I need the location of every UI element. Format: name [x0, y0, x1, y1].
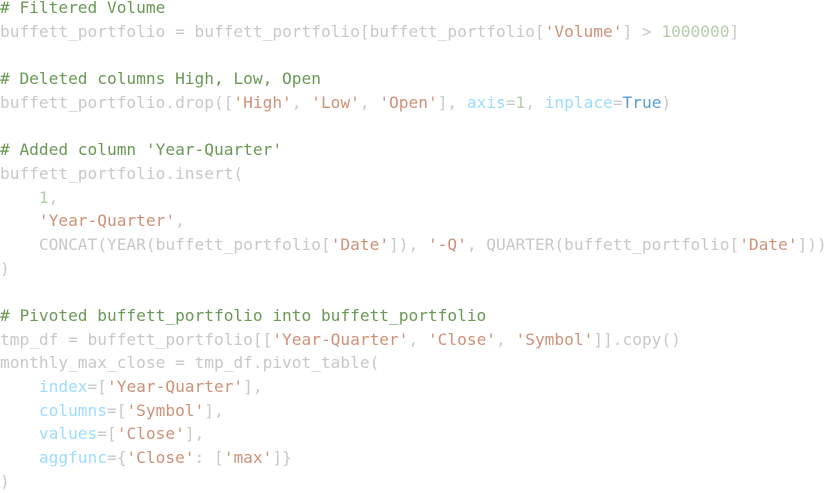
code-token: =	[505, 92, 516, 112]
string-token: 'Volume'	[544, 21, 623, 41]
code-token: ],	[243, 377, 263, 396]
code-token	[0, 401, 39, 420]
code-line: index=['Year-Quarter'],	[0, 375, 827, 399]
code-token: ],	[204, 400, 224, 420]
code-token: monthly_max_close = tmp_df.pivot_table(	[0, 353, 380, 373]
code-token: ]].copy()	[593, 329, 681, 349]
string-token: 'max'	[223, 448, 273, 468]
code-token: ,	[408, 329, 428, 349]
string-token: 'Low'	[311, 92, 360, 112]
boolean-token: True	[622, 92, 662, 112]
code-token: : [	[194, 448, 224, 468]
code-token: ],	[437, 92, 467, 112]
keyword-arg-token: inplace	[544, 92, 613, 112]
code-token: , QUARTER(buffett_portfolio[	[466, 234, 740, 254]
code-token: =[	[97, 424, 117, 444]
code-token: ,	[175, 211, 185, 231]
code-line: # Pivoted buffett_portfolio into buffett…	[0, 304, 827, 328]
code-token: ,	[496, 329, 516, 349]
code-line: # Added column 'Year-Quarter'	[0, 138, 827, 162]
string-token: 'High'	[233, 92, 292, 112]
string-token: 'Close'	[427, 329, 497, 349]
code-token: ={	[107, 448, 127, 468]
code-token	[0, 188, 39, 207]
comment-token: # Pivoted buffett_portfolio into buffett…	[0, 305, 487, 325]
code-token: =[	[107, 400, 127, 420]
keyword-arg-token: columns	[38, 400, 107, 420]
keyword-arg-token: aggfunc	[38, 448, 107, 468]
code-token: buffett_portfolio.insert(	[0, 163, 244, 183]
string-token: 'Symbol'	[515, 329, 594, 349]
code-token: ]}	[272, 448, 292, 468]
code-token: ,	[359, 92, 380, 112]
string-token: 'Year-Quarter'	[107, 377, 244, 396]
code-line: tmp_df = buffett_portfolio[['Year-Quarte…	[0, 328, 827, 352]
code-line: columns=['Symbol'],	[0, 399, 827, 423]
code-token: buffett_portfolio = buffett_portfolio[bu…	[0, 21, 545, 41]
string-token: 'Symbol'	[126, 400, 205, 420]
code-line: values=['Close'],	[0, 422, 827, 446]
code-line: 1,	[0, 186, 827, 210]
code-token: CONCAT(YEAR(buffett_portfolio[	[0, 234, 331, 254]
string-token: 'Date'	[330, 234, 390, 254]
string-token: 'Open'	[379, 92, 438, 112]
number-token: 1	[38, 187, 49, 207]
code-token: ] >	[622, 21, 662, 41]
code-token	[0, 448, 39, 467]
blank-line	[0, 114, 827, 138]
keyword-arg-token: axis	[466, 92, 506, 112]
code-token: tmp_df = buffett_portfolio[[	[0, 329, 273, 349]
code-token	[0, 424, 39, 443]
code-line: )	[0, 470, 827, 493]
code-line: # Deleted columns High, Low, Open	[0, 67, 827, 91]
comment-token: # Added column 'Year-Quarter'	[0, 140, 283, 160]
comment-token: # Deleted columns High, Low, Open	[0, 69, 321, 89]
number-token: 1	[515, 92, 526, 112]
code-line: CONCAT(YEAR(buffett_portfolio['Date']), …	[0, 233, 827, 257]
code-line: 'Year-Quarter',	[0, 209, 827, 233]
code-token: )	[661, 92, 672, 112]
string-token: 'Date'	[739, 234, 798, 254]
string-token: 'Year-Quarter'	[272, 329, 409, 349]
code-line: # Filtered Volume	[0, 0, 827, 20]
string-token: 'Year-Quarter'	[38, 211, 176, 231]
code-token: )	[0, 471, 10, 491]
code-token: ,	[48, 187, 59, 207]
code-token	[0, 377, 39, 396]
code-token: =[	[87, 377, 107, 396]
string-token: 'Close'	[116, 424, 185, 444]
code-token: ],	[184, 424, 205, 444]
code-token: =	[612, 92, 623, 112]
blank-line	[0, 43, 827, 67]
code-line: buffett_portfolio.insert(	[0, 162, 827, 186]
blank-line	[0, 280, 827, 304]
string-token: '-Q'	[427, 234, 467, 254]
code-line: buffett_portfolio.drop(['High', 'Low', '…	[0, 91, 827, 115]
code-token: buffett_portfolio.drop([	[0, 92, 234, 112]
code-line: )	[0, 257, 827, 281]
code-token: ]	[729, 21, 740, 41]
code-token: ,	[291, 92, 312, 112]
code-token: ]),	[389, 234, 428, 254]
code-line: monthly_max_close = tmp_df.pivot_table(	[0, 351, 827, 375]
keyword-arg-token: values	[38, 424, 98, 444]
code-token: )	[0, 258, 10, 278]
code-token	[0, 211, 39, 230]
code-line: aggfunc={'Close': ['max']}	[0, 446, 827, 470]
code-line: buffett_portfolio = buffett_portfolio[bu…	[0, 20, 827, 44]
keyword-arg-token: index	[38, 377, 88, 396]
code-token: ]))	[797, 234, 827, 254]
comment-token: # Filtered Volume	[0, 0, 166, 17]
code-token: ,	[525, 92, 545, 112]
string-token: 'Close'	[126, 448, 195, 468]
number-token: 1000000	[661, 21, 730, 41]
